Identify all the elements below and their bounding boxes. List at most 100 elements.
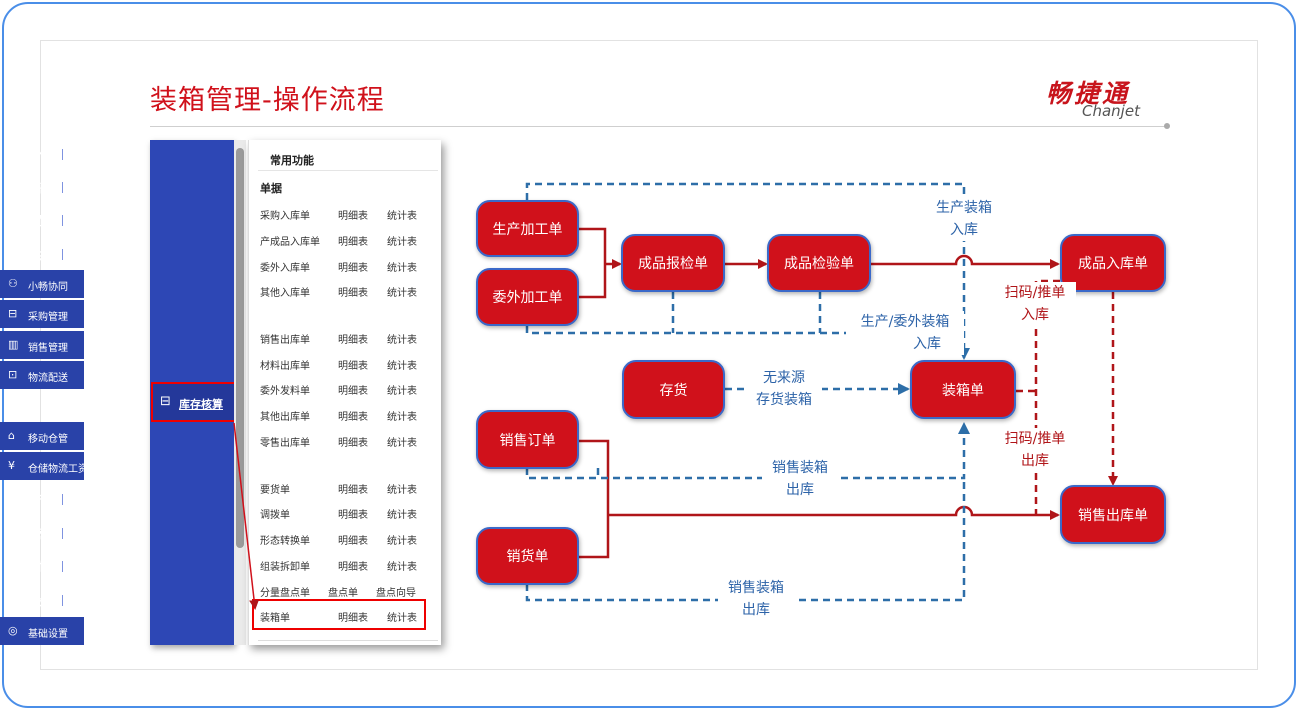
stats-link[interactable]: 统计表 — [387, 613, 417, 624]
chevron-down-icon: ⌄ — [70, 179, 80, 192]
sidebar-item-finance[interactable]: 智能财税 ⌄ — [6, 558, 80, 574]
detail-link[interactable]: 明细表 — [338, 288, 368, 299]
doc-link[interactable]: 材料出库单 — [260, 361, 310, 372]
purchase-icon: ⊟ — [8, 307, 18, 320]
detail-link[interactable]: 明细表 — [338, 438, 368, 449]
detail-link[interactable]: 明细表 — [338, 237, 368, 248]
group-title: 单据 — [260, 182, 282, 195]
label-prod-pack-in: 生产装箱 入库 — [926, 197, 1002, 241]
stats-link[interactable]: 统计表 — [387, 412, 417, 423]
stats-link[interactable]: 统计表 — [387, 211, 417, 222]
panel-row: 要货单 明细表 统计表 — [258, 481, 438, 499]
sidebar-item-new-retail[interactable]: 新零售 ⌄ — [6, 179, 80, 195]
panel-row: 销售出库单 明细表 统计表 — [258, 331, 438, 349]
stats-link[interactable]: 统计表 — [387, 438, 417, 449]
panel-row-packing: 装箱单 明细表 统计表 — [258, 609, 438, 627]
panel-header: 常用功能 — [258, 144, 438, 171]
doc-link[interactable]: 要货单 — [260, 485, 290, 496]
panel-row: 采购入库单 明细表 统计表 — [258, 207, 438, 225]
node-sales-delivery: 销货单 — [476, 527, 579, 585]
label-sales-pack-out-bottom: 销售装箱 出库 — [718, 577, 794, 621]
stats-link[interactable]: 统计表 — [387, 562, 417, 573]
sidebar-sub-sales[interactable]: ▥ 销售管理 — [0, 331, 84, 359]
sidebar-item-quality[interactable]: 质量管理 ⌄ — [6, 525, 80, 541]
stats-link[interactable]: 统计表 — [387, 263, 417, 274]
node-finished-report: 成品报检单 — [621, 234, 725, 292]
node-finished-inspect: 成品检验单 — [767, 234, 871, 292]
panel-row: 分量盘点单 盘点单 盘点向导 — [258, 584, 438, 602]
packing-doc-link[interactable]: 装箱单 — [260, 613, 290, 624]
sidebar-item-supply-chain[interactable]: 智能供应链 ⌃ — [6, 246, 80, 262]
count-wizard-link[interactable]: 盘点向导 — [376, 588, 416, 599]
sidebar-item-basic-settings[interactable]: 基础设置 ⌃ — [6, 592, 80, 608]
doc-link[interactable]: 分量盘点单 — [260, 588, 310, 599]
chevron-down-icon: ⌄ — [70, 491, 80, 504]
label-prod-outsource-pack-in: 生产/委外装箱 入库 — [846, 311, 964, 355]
chevron-down-icon: ⌄ — [70, 146, 80, 159]
label-scan-push-in: 扫码/推单 入库 — [994, 282, 1076, 326]
panel-row: 其他出库单 明细表 统计表 — [258, 408, 438, 426]
collab-icon: ⚇ — [8, 277, 18, 290]
sidebar-item-new-production[interactable]: 新生产 ⌄ — [6, 491, 80, 507]
stats-link[interactable]: 统计表 — [387, 237, 417, 248]
page-title: 装箱管理-操作流程 — [150, 85, 385, 116]
doc-link[interactable]: 零售出库单 — [260, 438, 310, 449]
doc-link[interactable]: 销售出库单 — [260, 335, 310, 346]
detail-link[interactable]: 明细表 — [338, 412, 368, 423]
wage-icon: ¥ — [8, 459, 15, 472]
chevron-down-icon: ⌄ — [70, 525, 80, 538]
stats-link[interactable]: 统计表 — [387, 386, 417, 397]
stats-link[interactable]: 统计表 — [387, 536, 417, 547]
doc-link[interactable]: 委外发料单 — [260, 386, 310, 397]
label-sales-pack-out: 销售装箱 出库 — [762, 457, 838, 501]
sidebar-item-business-analysis[interactable]: 经营分析 ⌄ — [6, 146, 80, 162]
doc-link[interactable]: 采购入库单 — [260, 211, 310, 222]
node-inventory: 存货 — [622, 360, 725, 419]
doc-link[interactable]: 其他入库单 — [260, 288, 310, 299]
label-scan-push-out: 扫码/推单 出库 — [994, 428, 1076, 472]
detail-link[interactable]: 明细表 — [338, 510, 368, 521]
panel-row: 其他入库单 明细表 统计表 — [258, 284, 438, 302]
detail-link[interactable]: 明细表 — [338, 536, 368, 547]
sidebar-item-inventory-active[interactable]: ⊟ 库存核算 — [151, 382, 236, 422]
detail-link[interactable]: 明细表 — [338, 211, 368, 222]
panel-row: 材料出库单 明细表 统计表 — [258, 357, 438, 375]
sidebar-sub-mobile-warehouse[interactable]: ⌂ 移动仓管 — [0, 422, 84, 450]
sales-icon: ▥ — [8, 338, 19, 351]
doc-link[interactable]: 组装拆卸单 — [260, 562, 310, 573]
sidebar-sub-logistics[interactable]: ⊡ 物流配送 — [0, 361, 84, 389]
divider-dot — [1164, 123, 1170, 129]
detail-link[interactable]: 明细表 — [338, 613, 368, 624]
sidebar-sub-wage[interactable]: ¥ 仓储物流工资 — [0, 452, 84, 480]
sidebar-sub-collab[interactable]: ⚇ 小畅协同 — [0, 270, 84, 298]
detail-link[interactable]: 明细表 — [338, 562, 368, 573]
stats-link[interactable]: 统计表 — [387, 485, 417, 496]
panel-row: 产成品入库单 明细表 统计表 — [258, 233, 438, 251]
detail-link[interactable]: 明细表 — [338, 263, 368, 274]
panel-row: 委外发料单 明细表 统计表 — [258, 382, 438, 400]
panel-row: 零售出库单 明细表 统计表 — [258, 434, 438, 452]
doc-link[interactable]: 形态转换单 — [260, 536, 310, 547]
title-divider — [150, 126, 1168, 127]
chevron-down-icon: ⌄ — [70, 212, 80, 225]
detail-link[interactable]: 明细表 — [338, 386, 368, 397]
stats-link[interactable]: 统计表 — [387, 335, 417, 346]
stats-link[interactable]: 统计表 — [387, 288, 417, 299]
sidebar-sub-purchase[interactable]: ⊟ 采购管理 — [0, 300, 84, 328]
count-link[interactable]: 盘点单 — [328, 588, 358, 599]
detail-link[interactable]: 明细表 — [338, 361, 368, 372]
doc-link[interactable]: 委外入库单 — [260, 263, 310, 274]
sidebar-item-new-trade[interactable]: 新商贸 ⌄ — [6, 212, 80, 228]
panel-row: 形态转换单 明细表 统计表 — [258, 532, 438, 550]
doc-link[interactable]: 其他出库单 — [260, 412, 310, 423]
detail-link[interactable]: 明细表 — [338, 335, 368, 346]
stats-link[interactable]: 统计表 — [387, 361, 417, 372]
sidebar-sub-settings[interactable]: ◎ 基础设置 — [0, 617, 84, 645]
doc-link[interactable]: 产成品入库单 — [260, 237, 320, 248]
scrollbar-thumb[interactable] — [236, 148, 244, 548]
doc-link[interactable]: 调拨单 — [260, 510, 290, 521]
detail-link[interactable]: 明细表 — [338, 485, 368, 496]
stats-link[interactable]: 统计表 — [387, 510, 417, 521]
node-packing-list: 装箱单 — [910, 360, 1016, 419]
